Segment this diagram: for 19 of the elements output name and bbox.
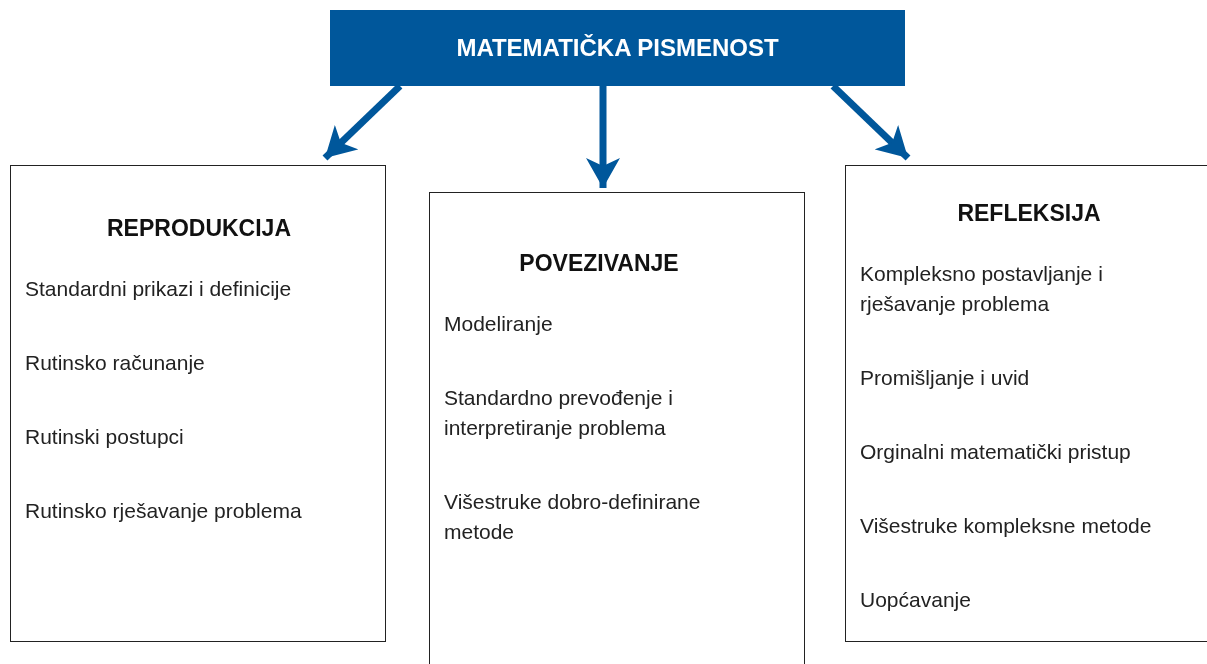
list-item: Rutinsko rješavanje problema — [25, 498, 303, 524]
title-box: MATEMATIČKA PISMENOST — [330, 10, 905, 86]
list-item: Modeliranje — [444, 311, 554, 337]
list-item: Rutinski postupci — [25, 424, 185, 450]
list-item: Standardni prikazi i definicije — [25, 276, 293, 302]
category-box — [429, 192, 805, 664]
list-item: Višestruke dobro-definirane metode — [444, 489, 702, 545]
list-item: Rutinsko računanje — [25, 350, 206, 376]
list-item: Kompleksno postavljanje i rješavanje problema — [860, 261, 1104, 317]
box-heading: REPRODUKCIJA — [106, 214, 292, 243]
category-box — [10, 165, 386, 642]
list-item: Orginalni matematički pristup — [860, 439, 1132, 465]
list-item: Promišljanje i uvid — [860, 365, 1031, 391]
list-item: Višestruke kompleksne metode — [860, 513, 1153, 539]
list-item: Standardno prevođenje i interpretiranje problema — [444, 385, 674, 441]
category-box — [845, 165, 1207, 642]
list-item: Uopćavanje — [860, 587, 972, 613]
box-heading: REFLEKSIJA — [956, 199, 1102, 228]
box-heading: POVEZIVANJE — [518, 249, 680, 278]
